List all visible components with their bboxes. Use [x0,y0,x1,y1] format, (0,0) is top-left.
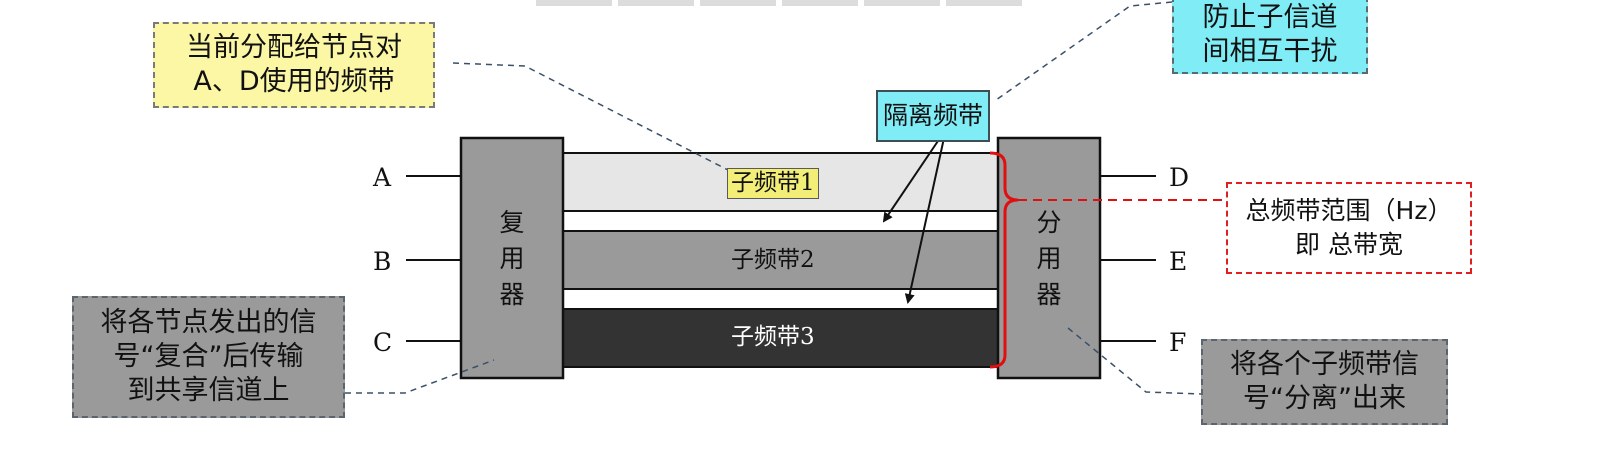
multiplexer-label: 复 用 器 [499,208,525,309]
current-band-callout: 当前分配给节点对 A、D使用的频带 [153,22,435,108]
top-tab [946,0,1022,6]
current-band-leader [452,62,731,172]
prevent-leader [995,1,1173,101]
demultiplexer-box [996,136,1102,380]
node-b: B [373,247,392,276]
band-3-label: 子频带3 [731,324,815,350]
combine-text: 将各节点发出的信 号“复合”后传输 到共享信道上 [100,307,317,406]
prevent-interference-text: 防止子信道 间相互干扰 [1202,2,1338,67]
isolation-band-callout: 隔离频带 [876,90,990,142]
isolation-band-text: 隔离频带 [882,101,983,130]
band-2 [562,230,999,290]
band-1-label: 子频带1 [727,168,819,199]
top-tab [618,0,694,6]
total-bandwidth-callout: 总频带范围（Hz） 即 总带宽 [1226,182,1472,274]
band-2-label: 子频带2 [731,247,815,273]
multiplexer-box [459,136,565,380]
node-c: C [373,328,393,357]
separate-leader [1067,327,1202,395]
top-tab [782,0,858,6]
top-tab [700,0,776,6]
combine-leader [345,359,495,394]
node-a: A [373,163,392,192]
guard-band-1 [562,210,999,232]
node-e: E [1169,247,1188,276]
band-3 [562,308,999,368]
top-tab [536,0,612,6]
demultiplexer-label: 分 用 器 [1036,208,1062,309]
isolation-arrow-1 [882,137,941,223]
node-f: F [1169,328,1187,357]
combine-callout: 将各节点发出的信 号“复合”后传输 到共享信道上 [72,296,345,418]
separate-callout: 将各个子频带信 号“分离”出来 [1201,339,1448,425]
prevent-interference-callout: 防止子信道 间相互干扰 [1172,0,1368,74]
total-bandwidth-text: 总频带范围（Hz） 即 总带宽 [1245,196,1453,259]
top-tab [864,0,940,6]
isolation-arrow-2 [904,137,945,304]
node-d: D [1169,163,1190,192]
guard-band-2 [562,288,999,310]
separate-text: 将各个子频带信 号“分离”出来 [1230,349,1419,414]
current-band-text: 当前分配给节点对 A、D使用的频带 [186,32,402,97]
